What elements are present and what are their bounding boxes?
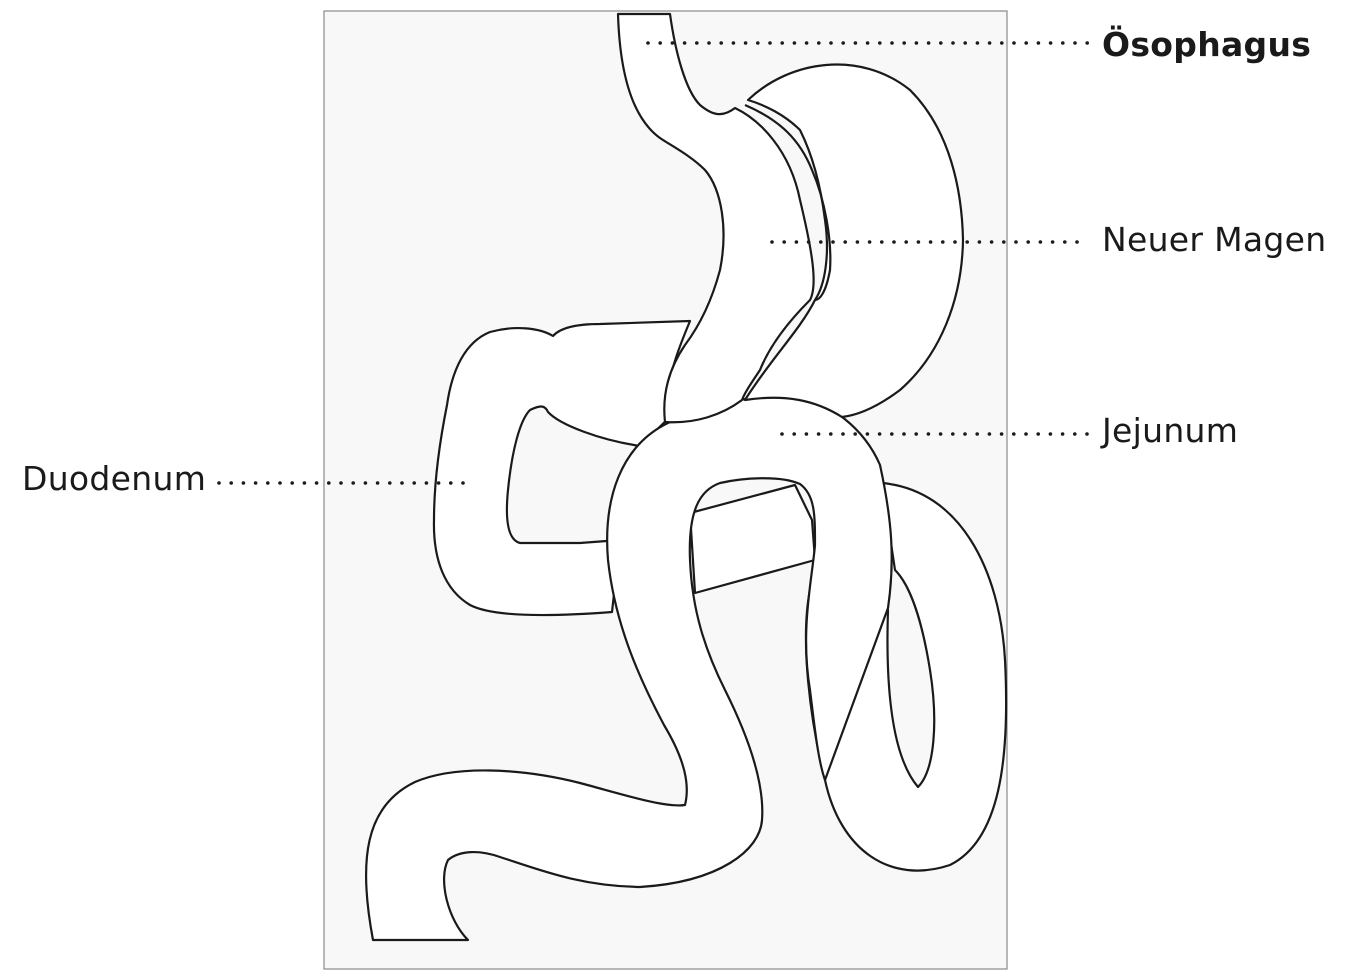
duodenum-label: Duodenum [22, 459, 207, 498]
esophagus-label: Ösophagus [1102, 25, 1312, 64]
connecting-band [688, 483, 817, 595]
esophagus-shape [616, 12, 815, 424]
new-stomach-label: Neuer Magen [1102, 220, 1327, 259]
jejunum-shape [364, 393, 893, 942]
duodenum-shape [432, 319, 692, 617]
stomach-staple-line [744, 103, 832, 302]
jejunum-label: Jejunum [1102, 411, 1239, 450]
